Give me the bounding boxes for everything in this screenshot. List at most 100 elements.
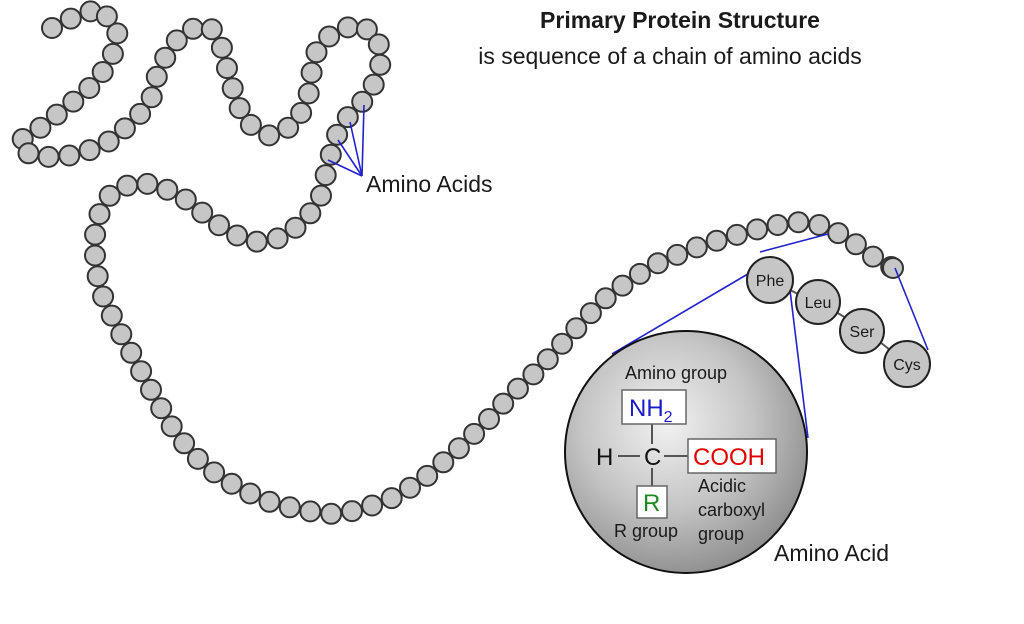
chain-bead xyxy=(29,116,52,139)
chain-bead xyxy=(318,25,341,48)
chain-bead xyxy=(326,123,349,146)
named-residues: Phe Leu Ser Cys xyxy=(746,256,931,388)
pointer-line xyxy=(327,159,363,177)
residue-label: Leu xyxy=(805,295,832,312)
chain-bead xyxy=(314,164,337,187)
diagram-title: Primary Protein Structure xyxy=(540,7,820,33)
chain-bead xyxy=(160,415,183,438)
residue-bead xyxy=(795,279,841,325)
chain-bead xyxy=(290,101,313,124)
r-group-formula: R xyxy=(643,490,660,517)
chain-bead xyxy=(297,82,320,105)
chain-bead xyxy=(305,41,328,64)
chain-bead xyxy=(84,223,107,246)
chain-bead xyxy=(369,53,392,76)
chain-bead xyxy=(145,65,168,88)
chain-bead xyxy=(182,17,204,40)
chain-bead xyxy=(130,360,153,383)
carboxyl-label-line: carboxyl xyxy=(698,500,765,520)
chain-bead xyxy=(216,57,238,80)
residue-label: Ser xyxy=(850,324,876,341)
chain-bead xyxy=(140,86,163,109)
chain-bead xyxy=(447,437,470,460)
chain-bead xyxy=(97,130,120,153)
chain-bead xyxy=(37,145,60,168)
chain-bead xyxy=(432,451,455,474)
chain-bead xyxy=(17,142,40,165)
chain-bead xyxy=(116,174,139,197)
chain-bead xyxy=(685,236,708,259)
chain-bead xyxy=(300,61,323,84)
chain-bead xyxy=(522,363,545,386)
chain-bead xyxy=(844,233,867,256)
residue-label: Cys xyxy=(893,357,921,374)
chain-bead xyxy=(140,378,162,401)
chain-bead xyxy=(579,302,602,325)
chain-bead xyxy=(646,252,669,275)
chain-bead xyxy=(165,29,188,52)
chain-bead xyxy=(120,341,143,364)
pointer-line xyxy=(361,104,365,177)
chain-bead xyxy=(536,348,559,371)
chain-bead xyxy=(106,22,129,45)
amino-acids-label: Amino Acids xyxy=(366,171,493,197)
residue-bead xyxy=(839,308,885,354)
residue-label: Phe xyxy=(756,273,785,290)
expansion-line xyxy=(789,289,809,439)
chain-bead xyxy=(239,482,262,505)
chain-bead xyxy=(766,214,789,236)
residue-phe: Phe xyxy=(746,256,807,304)
chain-bead xyxy=(88,203,111,226)
chain-bead xyxy=(278,496,301,519)
chain-bead xyxy=(551,332,574,355)
chain-bead xyxy=(174,188,197,211)
chain-bead xyxy=(173,432,196,455)
chain-bead xyxy=(320,502,343,525)
chain-bead xyxy=(705,229,728,252)
chain-bead xyxy=(611,274,634,297)
chain-bead xyxy=(78,77,101,99)
chain-bead xyxy=(98,184,121,207)
chain-bead xyxy=(725,223,748,246)
chain-bead xyxy=(666,243,689,266)
chain-bead xyxy=(594,287,617,310)
chain-bead xyxy=(463,422,486,445)
chain-bead xyxy=(110,323,133,346)
chain-bead xyxy=(41,17,63,39)
chain-bead xyxy=(341,500,363,523)
expansion-line xyxy=(759,233,829,253)
carboxyl-label-line: group xyxy=(698,524,744,544)
chain-bead xyxy=(258,490,281,513)
chain-bead xyxy=(101,42,124,65)
pointer-line xyxy=(337,139,363,177)
peptide-bond xyxy=(879,341,891,351)
chain-bead xyxy=(220,472,243,495)
chain-bead xyxy=(827,222,850,245)
amino-acids-pointers xyxy=(327,104,365,177)
chain-bead xyxy=(95,5,118,28)
chain-bead xyxy=(787,211,810,234)
hydrogen-atom: H xyxy=(596,444,613,471)
chain-bead xyxy=(156,178,179,201)
chain-bead xyxy=(221,77,244,100)
r-group-box xyxy=(636,485,668,519)
amino-acid-chain xyxy=(11,0,904,525)
carboxyl-label-line: Acidic xyxy=(698,476,746,496)
chain-bead xyxy=(150,397,173,420)
chain-bead xyxy=(186,447,209,470)
chain-bead xyxy=(362,73,385,96)
chain-bead xyxy=(628,262,651,285)
chain-bead xyxy=(399,476,421,499)
chain-bead xyxy=(58,144,81,167)
alpha-carbon: C xyxy=(644,444,661,471)
chain-bead xyxy=(862,245,884,268)
chain-bead xyxy=(284,216,307,239)
carboxyl-formula: COOH xyxy=(693,444,765,471)
chain-bead xyxy=(59,7,82,30)
chain-bead xyxy=(367,33,390,56)
chain-bead xyxy=(336,16,359,39)
chain-bead xyxy=(62,90,85,113)
chain-bead xyxy=(91,61,114,83)
chain-bead xyxy=(299,500,322,523)
residue-ser: Ser xyxy=(839,308,891,354)
